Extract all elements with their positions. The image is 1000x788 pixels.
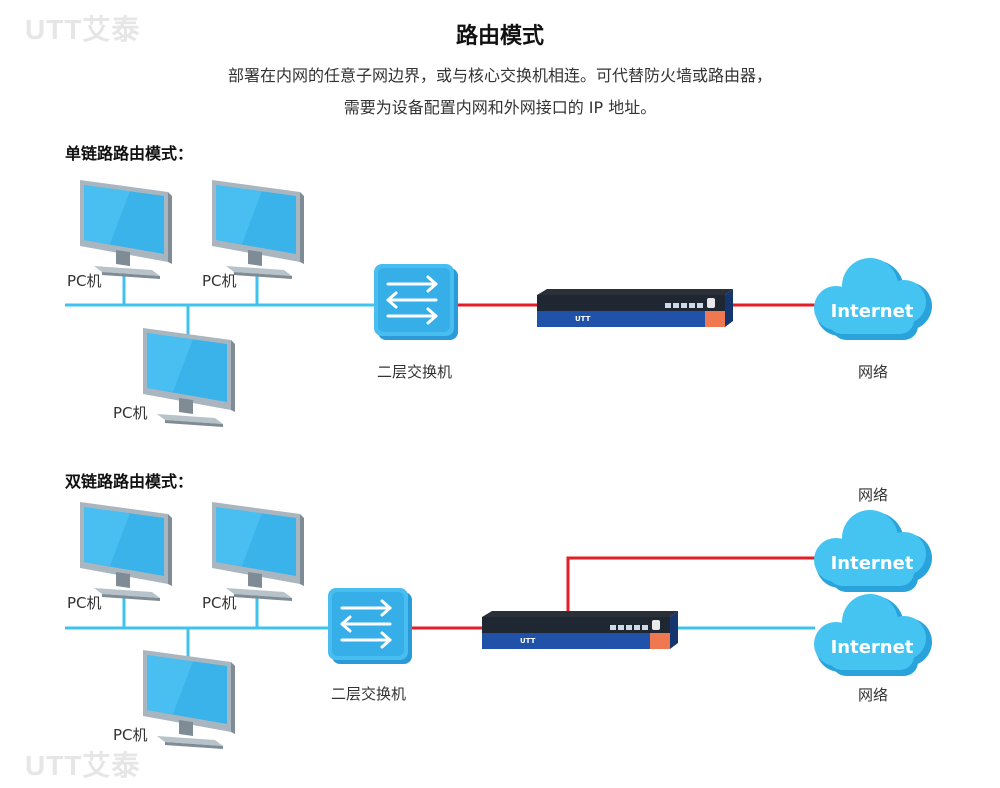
switch-icon (372, 262, 460, 342)
pc-monitor-icon (212, 180, 304, 279)
pc-monitor-icon (80, 502, 172, 601)
section-heading-dual-link: 双链路路由模式： (65, 472, 194, 491)
watermark-bottom: UTT艾泰 (25, 750, 141, 781)
pc-label: PC机 (202, 594, 237, 612)
router-icon (537, 289, 733, 327)
cloud-text-2b: Internet (831, 637, 914, 658)
switch-label: 二层交换机 (331, 685, 407, 703)
page-title: 路由模式 (455, 24, 544, 49)
pc-monitor-icon (80, 180, 172, 279)
cloud-icon (814, 258, 932, 340)
description-line-2: 需要为设备配置内网和外网接口的 IP 地址。 (343, 98, 657, 117)
pc-label: PC机 (67, 594, 102, 612)
wan-line-2c (566, 556, 815, 612)
switch-icon (326, 586, 414, 666)
pc-label: PC机 (113, 404, 148, 422)
pc-monitor-icon (143, 328, 235, 427)
watermark-top: UTT艾泰 (25, 14, 141, 45)
pc-label: PC机 (202, 272, 237, 290)
cloud-text-2a: Internet (831, 553, 914, 574)
network-label: 网络 (858, 363, 889, 381)
router-brand-2: UTT (520, 637, 536, 645)
cloud-text-1: Internet (831, 301, 914, 322)
network-label: 网络 (858, 686, 889, 704)
pc-monitor-icon (212, 502, 304, 601)
single-link-topology: UTT Internet (65, 180, 932, 427)
description-line-1: 部署在内网的任意子网边界，或与核心交换机相连。可代替防火墙或路由器， (227, 66, 772, 85)
pc-monitor-icon (143, 650, 235, 749)
pc-label: PC机 (67, 272, 102, 290)
router-brand-1: UTT (575, 315, 591, 323)
network-label: 网络 (858, 486, 889, 504)
cloud-icon (814, 510, 932, 592)
switch-label: 二层交换机 (377, 363, 453, 381)
pc-label: PC机 (113, 726, 148, 744)
section-heading-single-link: 单链路路由模式： (65, 144, 194, 163)
dual-link-topology: UTT Internet Internet (65, 502, 932, 749)
router-icon (482, 611, 678, 649)
cloud-icon (814, 594, 932, 676)
